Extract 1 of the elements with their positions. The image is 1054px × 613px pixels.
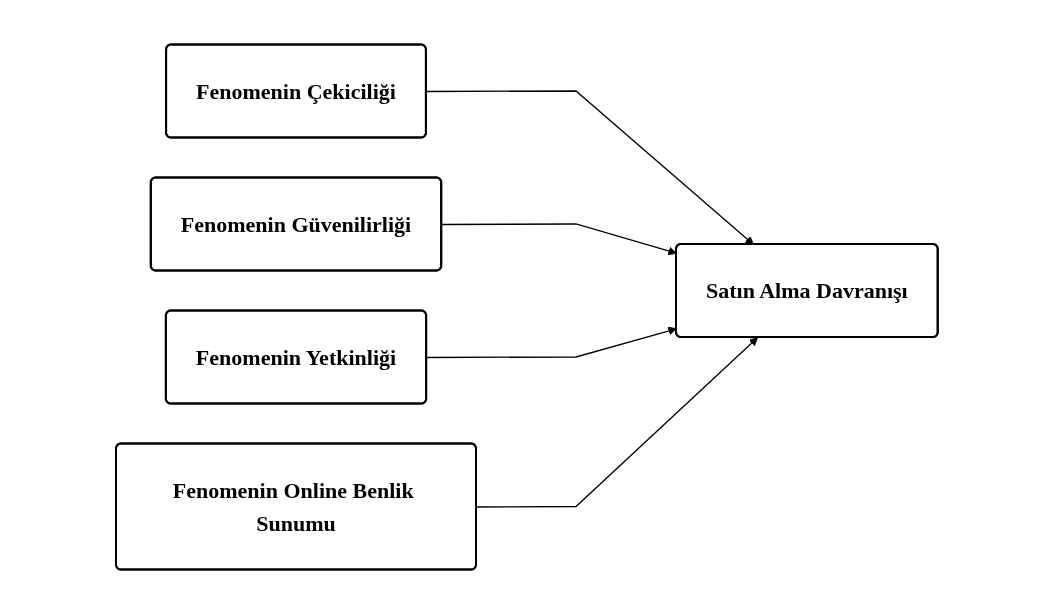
arrow: [476, 336, 759, 508]
